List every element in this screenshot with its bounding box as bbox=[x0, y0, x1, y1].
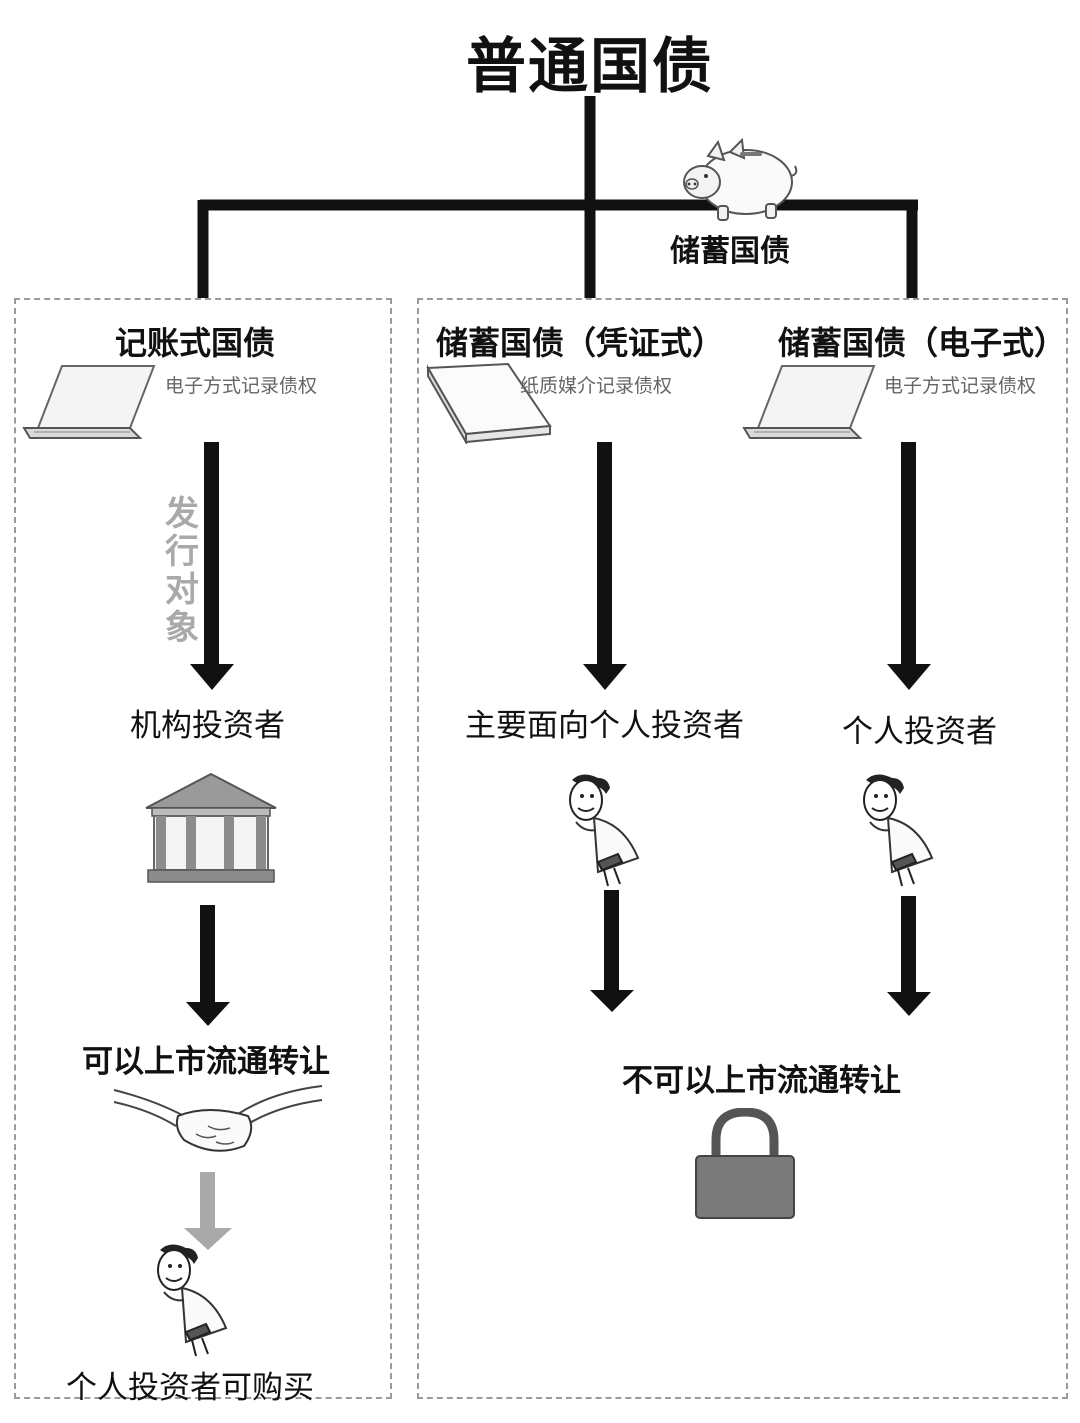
arrow-col3-transfer bbox=[887, 896, 931, 1016]
col2-record-note: 纸质媒介记录债权 bbox=[520, 375, 673, 397]
arrow-col1-individual bbox=[184, 1172, 232, 1250]
bank-building-icon bbox=[144, 772, 278, 888]
col1-final: 个人投资者可购买 bbox=[66, 1370, 314, 1406]
arrow-col1-issue bbox=[190, 442, 234, 690]
col3-investor: 个人投资者 bbox=[842, 714, 997, 750]
laptop-icon bbox=[742, 362, 882, 446]
investor-icon bbox=[852, 770, 952, 892]
col1-transfer: 可以上市流通转让 bbox=[82, 1044, 330, 1080]
col1-investor: 机构投资者 bbox=[130, 708, 285, 744]
handshake-icon bbox=[112, 1082, 324, 1166]
shared-transfer: 不可以上市流通转让 bbox=[622, 1063, 901, 1099]
investor-icon bbox=[146, 1240, 246, 1362]
investor-icon bbox=[558, 770, 658, 892]
col1-heading: 记账式国债 bbox=[115, 324, 276, 362]
col2-heading: 储蓄国债（凭证式） bbox=[436, 324, 725, 362]
arrow-col2-issue bbox=[583, 442, 627, 690]
piggy-bank-icon bbox=[678, 137, 800, 228]
book-icon bbox=[424, 362, 554, 448]
bookkeeping-bond-group bbox=[14, 298, 392, 1399]
padlock-icon bbox=[692, 1107, 798, 1224]
arrow-col1-transfer bbox=[186, 905, 230, 1026]
col1-record-note: 电子方式记录债权 bbox=[165, 375, 318, 397]
col3-heading: 储蓄国债（电子式） bbox=[778, 324, 1067, 362]
arrow-col2-transfer bbox=[590, 890, 634, 1012]
arrow-col3-issue bbox=[887, 442, 931, 690]
piggy-caption: 储蓄国债 bbox=[670, 234, 790, 269]
laptop-icon bbox=[22, 362, 162, 446]
col2-investor: 主要面向个人投资者 bbox=[465, 708, 744, 744]
savings-bond-group bbox=[417, 298, 1068, 1399]
col3-record-note: 电子方式记录债权 bbox=[884, 375, 1037, 397]
issue-target-label: 发行对象 bbox=[165, 494, 199, 648]
diagram-title: 普通国债 bbox=[466, 32, 714, 102]
